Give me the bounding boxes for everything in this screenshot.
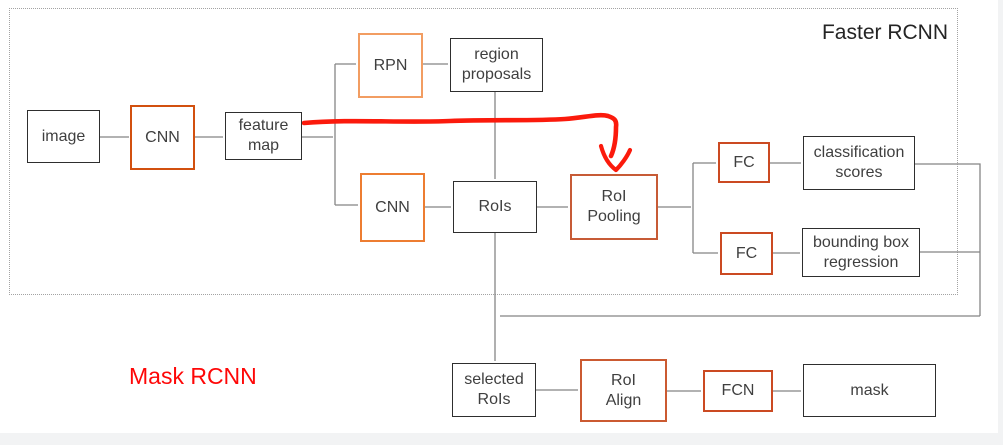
node-region-proposals: region proposals (450, 38, 543, 92)
faster-rcnn-boundary (9, 8, 958, 295)
node-image: image (27, 110, 100, 163)
faster-rcnn-title: Faster RCNN (821, 21, 948, 44)
mask-rcnn-title: Mask RCNN (129, 363, 257, 389)
node-feature-map: feature map (225, 112, 302, 160)
node-roi-pooling: RoI Pooling (570, 174, 658, 240)
node-rois: RoIs (453, 181, 537, 233)
node-rpn: RPN (358, 33, 423, 98)
node-roi-align: RoI Align (580, 359, 667, 422)
node-fc-classification: FC (718, 142, 770, 183)
node-fcn: FCN (703, 370, 773, 412)
node-cnn-backbone: CNN (130, 105, 195, 170)
node-mask: mask (803, 364, 936, 417)
node-fc-regression: FC (720, 232, 773, 275)
node-classification-scores: classification scores (803, 136, 915, 190)
node-selected-rois: selected RoIs (452, 363, 536, 417)
node-cnn-head: CNN (360, 173, 425, 242)
node-bounding-box-regression: bounding box regression (802, 228, 920, 277)
